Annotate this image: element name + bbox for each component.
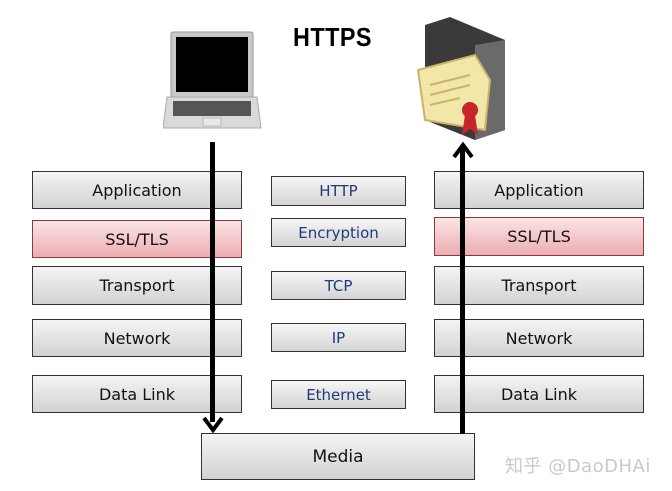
media-layer: Media [201, 433, 475, 480]
left-layer-application: Application [32, 171, 242, 209]
laptop-icon [162, 30, 263, 130]
right-layer-transport: Transport [434, 266, 644, 305]
protocol-ip: IP [271, 323, 406, 352]
diagram-title: HTTPS [293, 22, 372, 52]
downward-flow-line [210, 142, 215, 422]
upward-flow-line [460, 148, 465, 434]
left-layer-data-link: Data Link [32, 375, 242, 413]
server-certificate-icon [415, 15, 510, 140]
protocol-ethernet: Ethernet [271, 380, 406, 409]
arrow-down-icon [201, 410, 225, 438]
watermark: 知乎 @DaoDHAi [505, 456, 651, 477]
left-layer-ssl-tls: SSL/TLS [32, 220, 242, 258]
right-layer-network: Network [434, 319, 644, 357]
arrow-up-icon [451, 141, 475, 169]
left-layer-transport: Transport [32, 266, 242, 305]
left-layer-network: Network [32, 319, 242, 357]
right-layer-ssl-tls: SSL/TLS [434, 217, 644, 256]
right-layer-data-link: Data Link [434, 375, 644, 413]
protocol-tcp: TCP [271, 271, 406, 300]
right-layer-application: Application [434, 171, 644, 209]
protocol-encryption: Encryption [271, 218, 406, 247]
protocol-http: HTTP [271, 176, 406, 206]
